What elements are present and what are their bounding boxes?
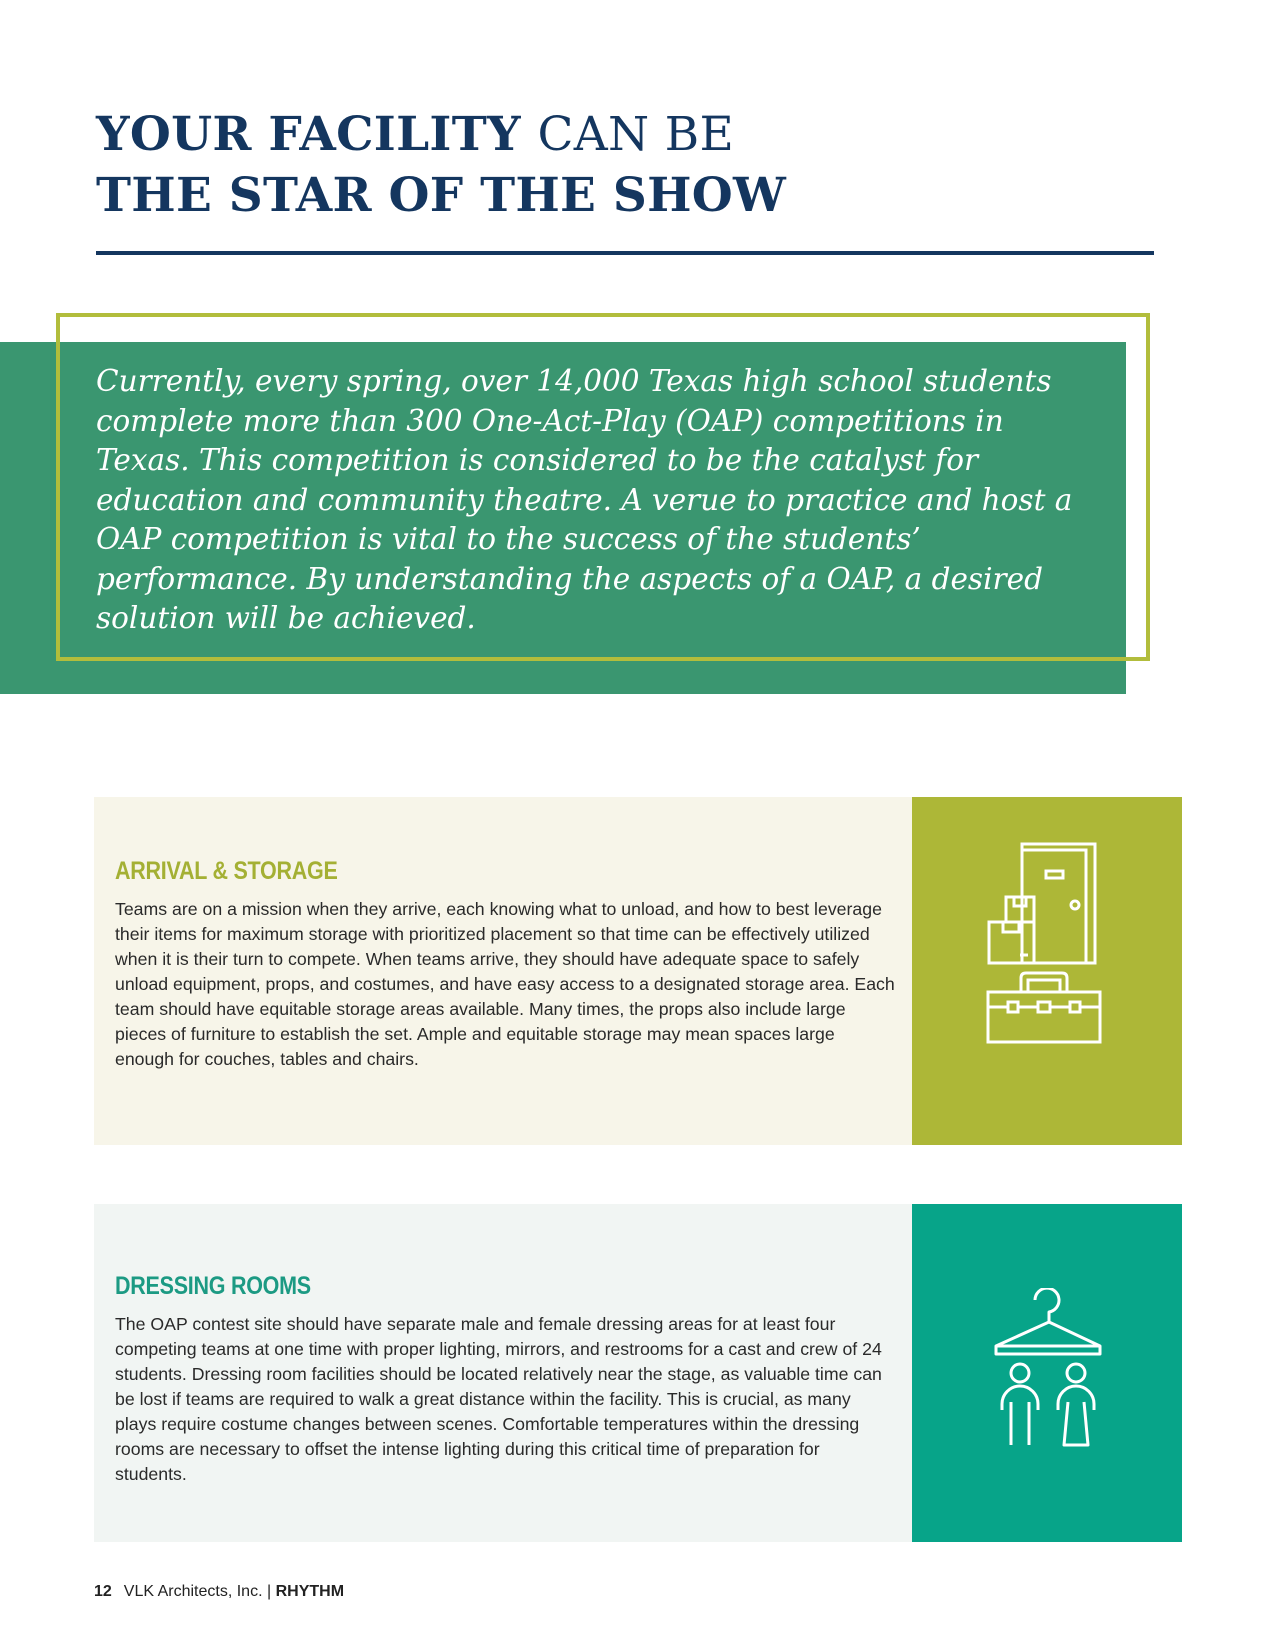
section-body: The OAP contest site should have separat… bbox=[115, 1314, 882, 1484]
door-with-boxes-icon bbox=[987, 842, 1097, 965]
page-title: YOUR FACILITY CAN BE THE STAR OF THE SHO… bbox=[96, 104, 786, 226]
publication-name: RHYTHM bbox=[275, 1583, 345, 1600]
company-name: VLK Architects, Inc. | bbox=[123, 1583, 272, 1600]
section-arrival-storage: ARRIVAL & STORAGE Teams are on a mission… bbox=[94, 797, 912, 1145]
intro-quote: Currently, every spring, over 14,000 Tex… bbox=[96, 364, 1073, 635]
section-heading: DRESSING ROOMS bbox=[115, 1272, 311, 1300]
section-dressing-rooms: DRESSING ROOMS The OAP contest site shou… bbox=[94, 1204, 912, 1542]
arrival-icon-panel bbox=[912, 797, 1182, 1145]
section-body: Teams are on a mission when they arrive,… bbox=[115, 899, 895, 1069]
quote-background bbox=[0, 342, 1126, 694]
page-footer: 12 VLK Architects, Inc. | RHYTHM bbox=[94, 1583, 344, 1601]
quote-frame bbox=[56, 313, 1150, 661]
page-number: 12 bbox=[94, 1583, 112, 1600]
toolbox-icon bbox=[986, 971, 1102, 1044]
title-divider bbox=[96, 251, 1154, 255]
section-heading: ARRIVAL & STORAGE bbox=[115, 857, 338, 885]
hanger-with-people-icon bbox=[994, 1288, 1102, 1447]
title-light-part: CAN BE bbox=[537, 107, 735, 162]
title-bold-part: YOUR FACILITY bbox=[96, 107, 521, 162]
dressing-icon-panel bbox=[912, 1204, 1182, 1542]
title-line-2: THE STAR OF THE SHOW bbox=[96, 168, 787, 223]
